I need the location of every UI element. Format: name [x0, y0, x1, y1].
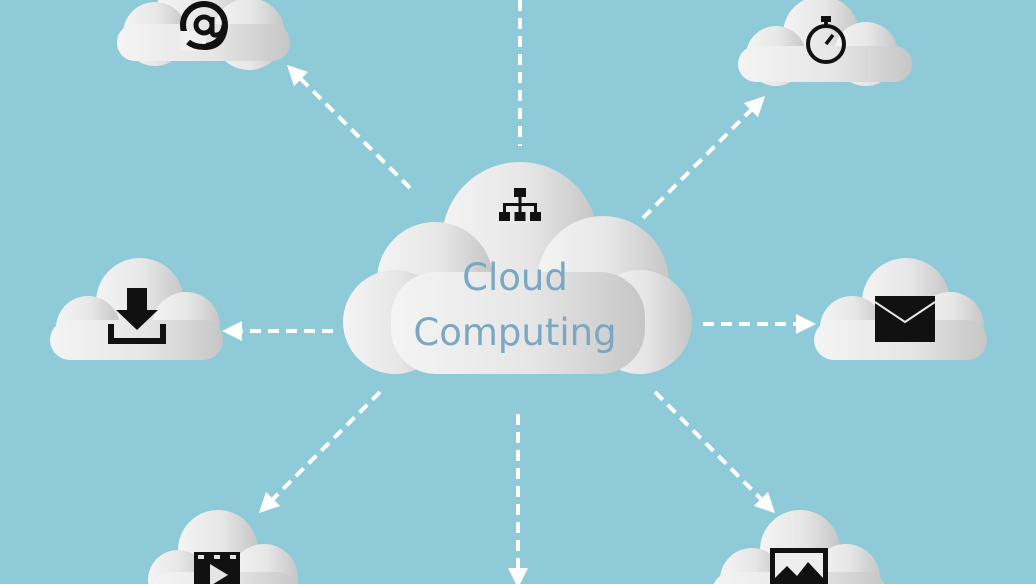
picture-icon: [770, 548, 828, 584]
download-icon: [108, 288, 166, 344]
film-play-icon: [194, 552, 240, 584]
stopwatch-icon: [806, 16, 846, 64]
arrow-to-video: [258, 390, 382, 514]
cloud-mail: [814, 258, 987, 360]
cloud-email: [117, 0, 290, 70]
connectors: [222, 0, 816, 584]
cloud-download: [50, 258, 223, 360]
arrow-to-timer: [641, 95, 766, 220]
cloud-video: [148, 510, 298, 584]
network-hierarchy-icon: [499, 188, 541, 221]
cloud-image: [713, 510, 885, 584]
arrow-to-email: [286, 64, 412, 190]
cloud-central: [343, 162, 692, 374]
center-label-line2: Computing: [413, 311, 617, 354]
center-label-line1: Cloud: [462, 256, 568, 299]
at-sign-icon: [180, 1, 228, 51]
arrow-to-image: [653, 390, 776, 514]
cloud-timer: [738, 0, 912, 86]
envelope-icon: [874, 296, 936, 342]
